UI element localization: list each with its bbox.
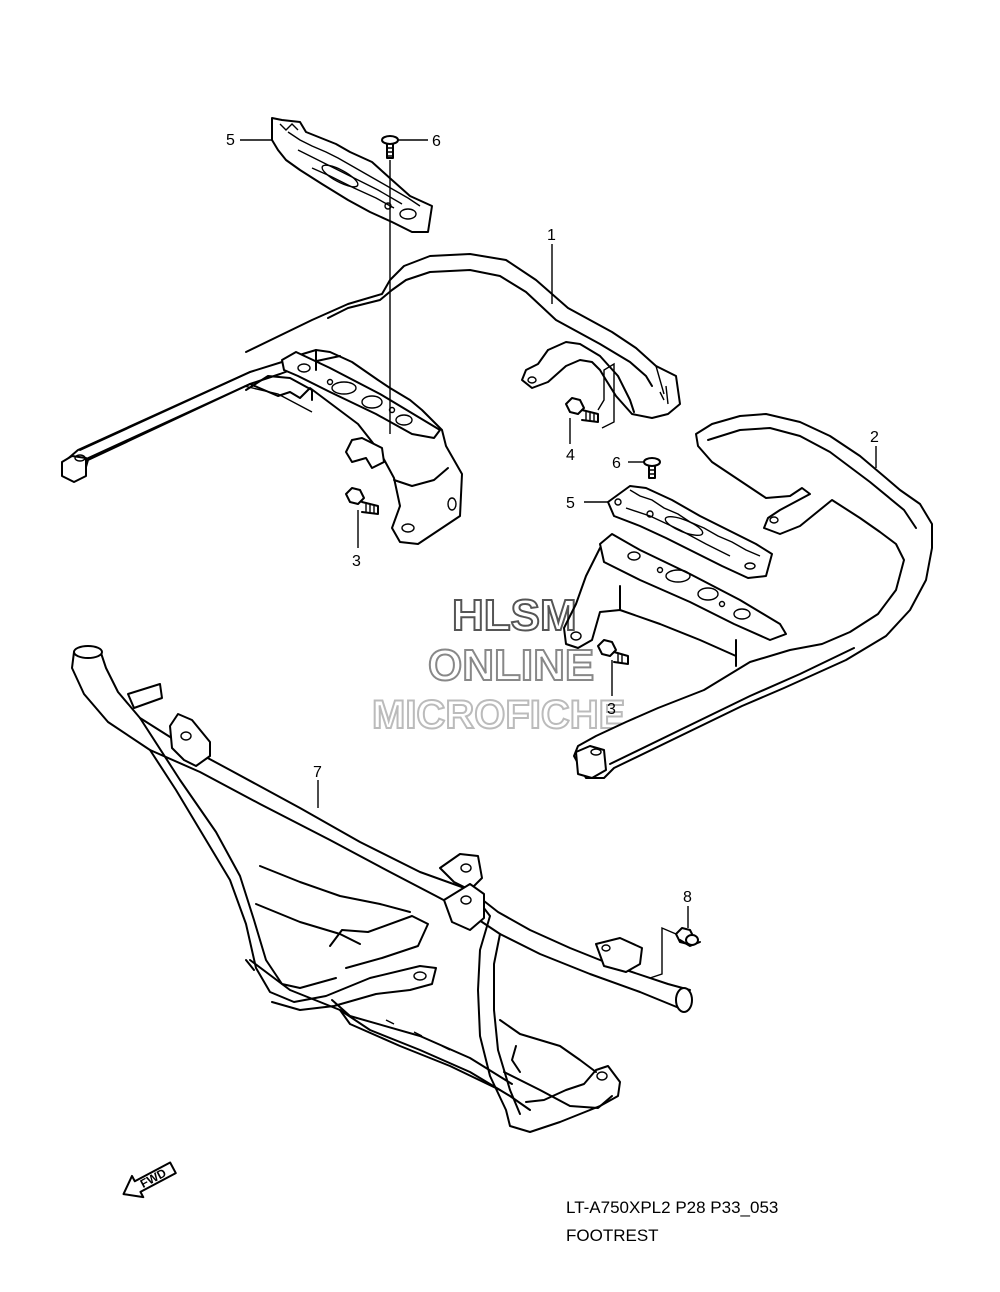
watermark-line1: HLSM	[452, 591, 577, 640]
front-guard	[71, 645, 693, 1133]
fwd-arrow-icon: FWD	[122, 1161, 177, 1199]
bolt-3-lower	[597, 639, 629, 665]
watermark-line3: MICROFICHE	[372, 693, 625, 737]
callout-2: 2	[870, 429, 879, 446]
diagram-title: FOOTREST	[566, 1226, 659, 1245]
bolt-4	[565, 397, 599, 423]
callout-8: 8	[683, 889, 692, 906]
callout-5-upper: 5	[226, 132, 235, 149]
screw-upper	[381, 135, 399, 159]
leader-lines	[240, 139, 877, 979]
callout-1: 1	[547, 227, 556, 244]
footpeg-plate-lower	[607, 485, 773, 579]
footrest-bracket-right	[563, 413, 933, 779]
callout-6-upper: 6	[432, 133, 441, 150]
watermark: HLSM ONLINE MICROFICHE	[371, 590, 626, 738]
callout-3-lower: 3	[607, 701, 616, 718]
callouts: 5 6 1 4 3 2 6 5 3 7 8	[226, 132, 879, 906]
callout-5-lower: 5	[566, 495, 575, 512]
callout-7: 7	[313, 764, 322, 781]
bolt-3-upper	[345, 487, 379, 515]
footrest-bracket-left	[61, 253, 681, 545]
diagram-code: LT-A750XPL2 P28 P33_053	[566, 1198, 779, 1217]
watermark-line2: ONLINE	[428, 641, 594, 690]
callout-3-upper: 3	[352, 553, 361, 570]
callout-4: 4	[566, 447, 575, 464]
footpeg-plate-upper	[271, 117, 433, 233]
callout-6-lower: 6	[612, 455, 621, 472]
bolt-8	[675, 927, 701, 947]
screw-lower	[643, 457, 661, 479]
